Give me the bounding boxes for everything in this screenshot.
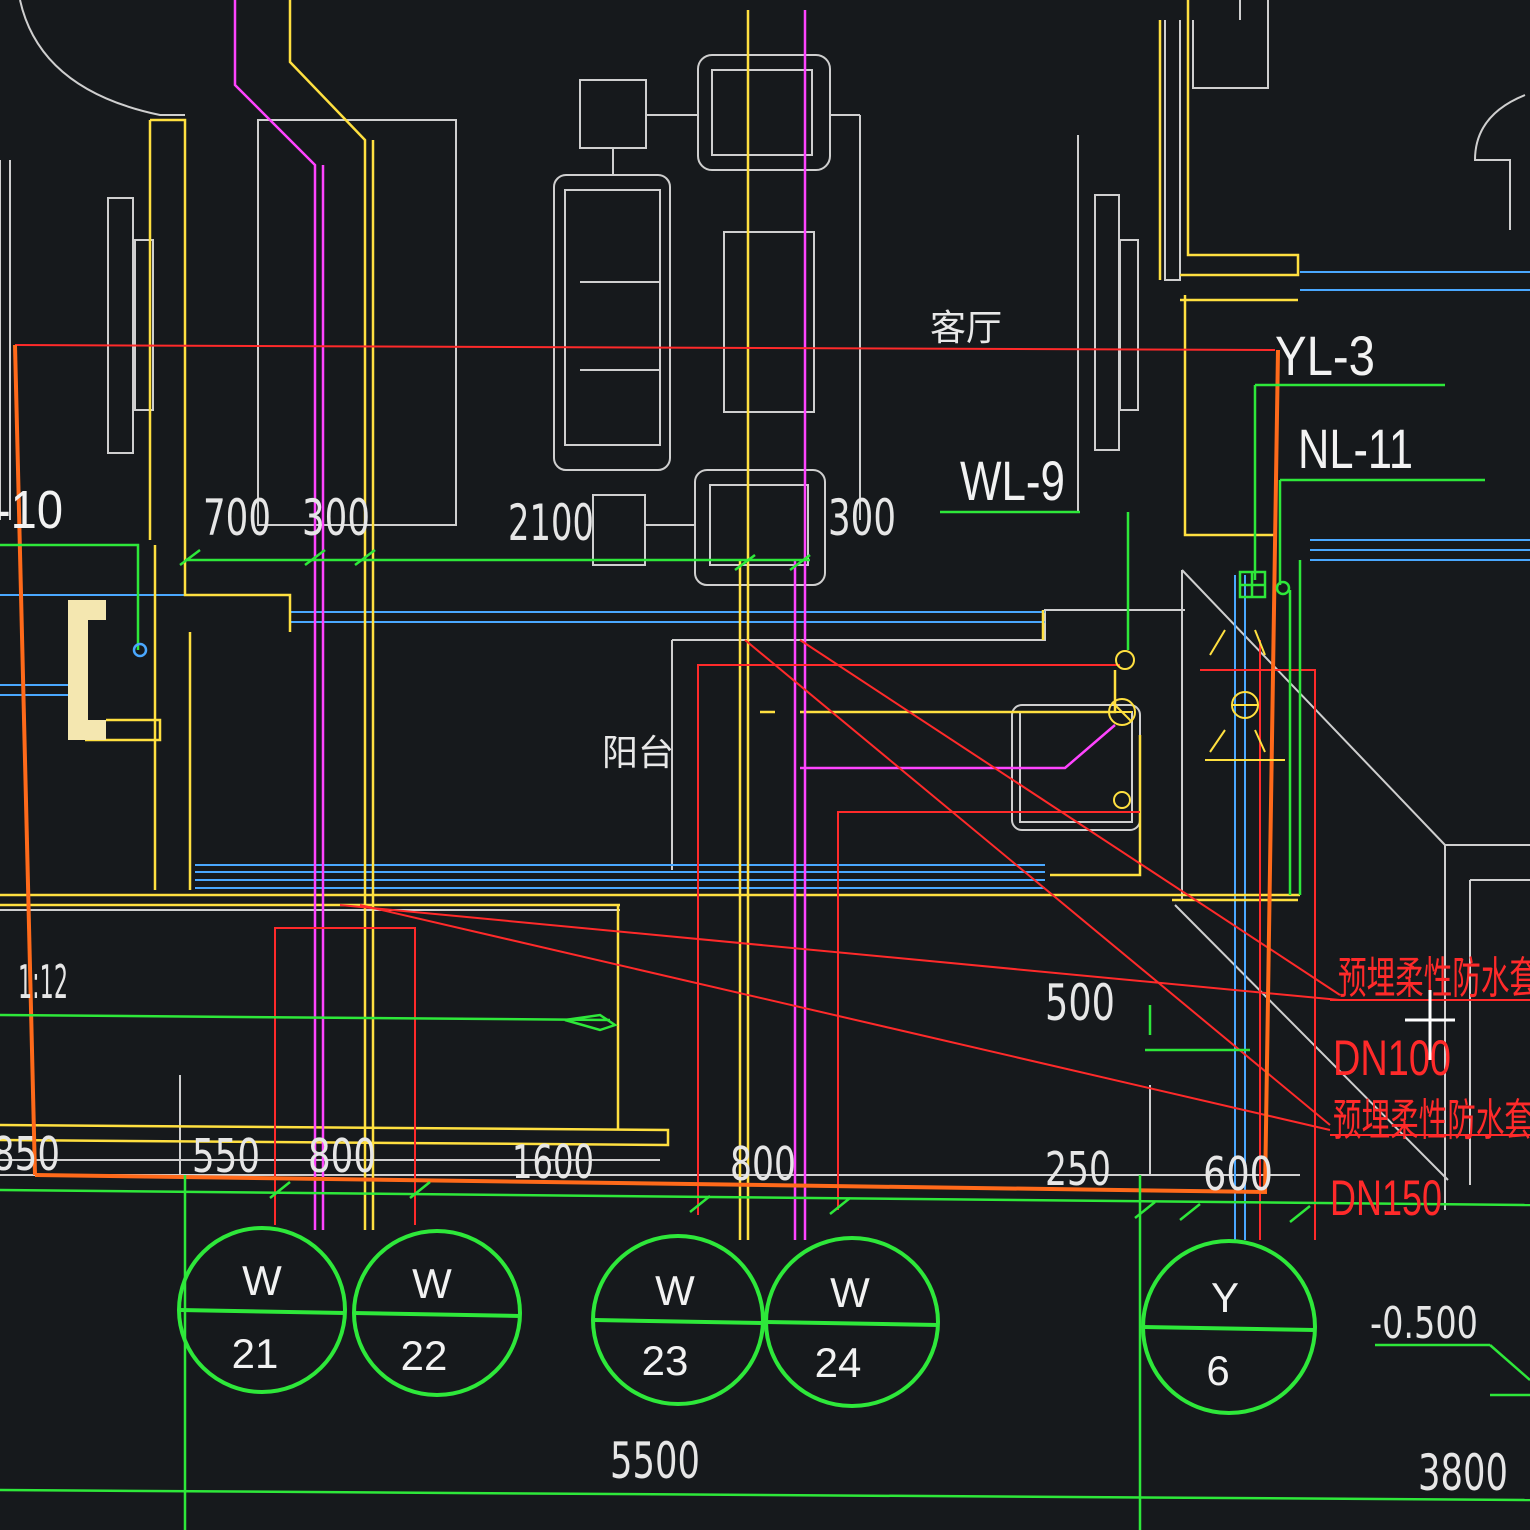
dim-label-lower-7: 600 [1203, 1147, 1273, 1201]
circle-tag-w24[interactable]: W 24 [764, 1236, 940, 1408]
note-sleeve-1: 预埋柔性防水套 [1338, 954, 1530, 1003]
circle-tag-w22-top: W [412, 1260, 452, 1307]
wall-column-notch [88, 620, 106, 720]
circle-tag-w23-top: W [655, 1267, 695, 1314]
green-lines [0, 383, 1530, 1530]
dim-label-lower-5: 800 [730, 1137, 796, 1191]
yellow-lines [0, 0, 1300, 1240]
circle-tag-w21-bottom: 21 [232, 1330, 279, 1377]
dim-label-lower-3: 800 [308, 1129, 376, 1183]
pipe-tag-nl: NL-11 [1298, 417, 1413, 480]
elevation-label: -0.500 [1370, 1298, 1478, 1349]
bottom-dimension-2: 3800 [1418, 1444, 1508, 1502]
fixture-symbols [1108, 629, 1285, 809]
circle-tag-w23[interactable]: W 23 [591, 1234, 765, 1406]
dim-label-upper-1: 700 [203, 489, 271, 547]
note-pipe-size-1: DN100 [1333, 1030, 1451, 1086]
crosshair-cursor-icon [1405, 990, 1455, 1060]
bottom-dimension-1: 5500 [610, 1432, 700, 1490]
circle-tag-y6[interactable]: Y 6 [1141, 1239, 1317, 1415]
sleeve-notes: 预埋柔性防水套 DN100 预埋柔性防水套 DN150 [1330, 954, 1530, 1226]
dim-label-upper-3: 2100 [508, 494, 594, 552]
dim-label-upper-2: 300 [302, 489, 370, 547]
red-lines [14, 344, 1530, 1240]
blue-pipes [0, 271, 1530, 1240]
slope-label: 1:12 [18, 955, 68, 1009]
circle-tag-w22-bottom: 22 [401, 1332, 448, 1379]
pipe-tag-yl: YL-3 [1275, 324, 1375, 387]
circle-tag-w24-bottom: 24 [815, 1339, 862, 1386]
circle-tag-w24-top: W [830, 1269, 870, 1316]
circle-tag-w23-bottom: 23 [642, 1337, 689, 1384]
magenta-pipes [233, 0, 1116, 1240]
room-label-balcony: 阳台 [602, 732, 674, 773]
dim-label-mid: 500 [1045, 974, 1115, 1032]
room-label-living-room: 客厅 [930, 307, 1002, 348]
circle-tag-w21[interactable]: W 21 [177, 1226, 347, 1394]
dim-label-upper-4: 300 [828, 489, 896, 547]
dim-label-lower-6: 250 [1045, 1142, 1111, 1196]
orange-boundary [13, 344, 1280, 1195]
circle-tag-y6-top: Y [1211, 1274, 1239, 1321]
upper-dimension-labels: 700 300 2100 300 [203, 489, 896, 552]
lower-dimension-labels: 850 550 800 1600 800 250 600 [0, 1127, 1273, 1201]
pipe-tag-partial-left: -10 [0, 480, 63, 540]
note-pipe-size-2: DN150 [1330, 1170, 1442, 1226]
circle-tag-w22[interactable]: W 22 [352, 1229, 522, 1397]
note-sleeve-2: 预埋柔性防水套 [1333, 1096, 1530, 1145]
dim-label-lower-2: 550 [192, 1129, 260, 1183]
circle-tag-y6-bottom: 6 [1206, 1347, 1229, 1394]
pipe-tag-wl: WL-9 [960, 449, 1065, 512]
dim-label-lower-4: 1600 [512, 1135, 594, 1189]
dim-label-lower-1: 850 [0, 1127, 60, 1181]
circle-tag-w21-top: W [242, 1257, 282, 1304]
